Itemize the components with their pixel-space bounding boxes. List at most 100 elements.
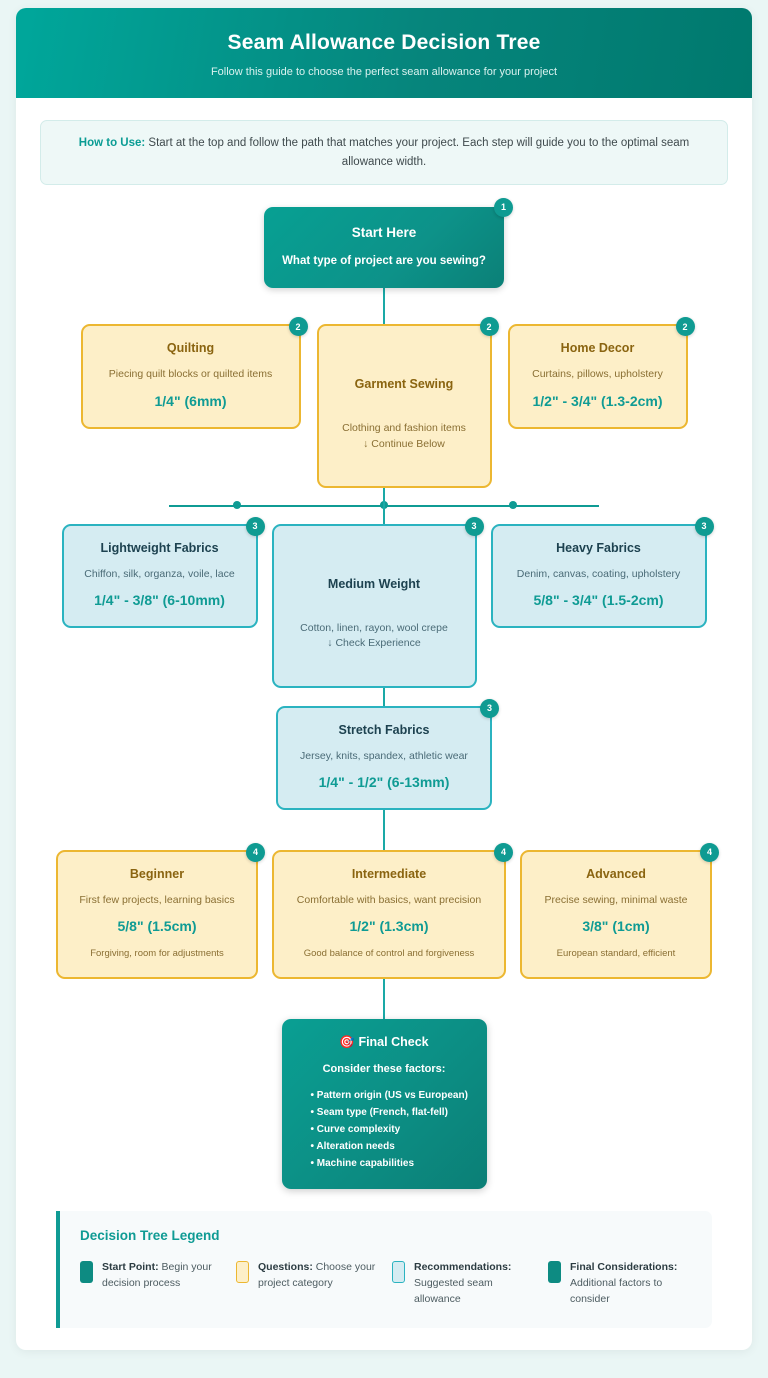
legend-title: Decision Tree Legend — [80, 1228, 220, 1244]
node-desc: Denim, canvas, coating, upholstery — [516, 568, 681, 581]
node-value: 1/4" - 3/8" (6-10mm) — [94, 592, 225, 609]
tree-level-3: 3 Lightweight Fabrics Chiffon, silk, org… — [16, 516, 752, 688]
page-header: Seam Allowance Decision Tree Follow this… — [16, 8, 752, 99]
list-item: • Pattern origin (US vs European) — [310, 1090, 468, 1102]
node-value: 5/8" (1.5cm) — [117, 918, 197, 935]
connector-dot — [233, 500, 241, 509]
step-badge: 1 — [494, 197, 513, 217]
tree-level-2: 2 Quilting Piecing quilt blocks or quilt… — [16, 317, 752, 488]
node-desc: Clothing and fashion items ↓ Continue Be… — [342, 422, 466, 450]
list-item: • Alteration needs — [310, 1141, 395, 1153]
connector-3-to-3b — [383, 687, 385, 706]
legend-panel: Decision Tree Legend Start Point: Begin … — [56, 1211, 712, 1328]
node-heavy-fabrics[interactable]: 3 Heavy Fabrics Denim, canvas, coating, … — [490, 516, 714, 629]
legend-item-desc: Additional factors to consider — [570, 1277, 663, 1305]
legend-item-label: Final Considerations: — [570, 1261, 678, 1274]
node-title: Lightweight Fabrics — [100, 540, 219, 555]
legend-swatch — [80, 1261, 93, 1284]
node-desc: Curtains, pillows, upholstery — [532, 368, 663, 381]
legend-item-recommendations: Recommendations: Suggested seam allowanc… — [392, 1260, 536, 1307]
tree-level-1: 1 Start Here What type of project are yo… — [16, 197, 752, 289]
node-start-here[interactable]: 1 Start Here What type of project are yo… — [264, 197, 513, 289]
node-title: Stretch Fabrics — [338, 722, 430, 737]
node-title: Home Decor — [560, 341, 635, 356]
legend-item-label: Start Point: — [102, 1261, 159, 1274]
node-title: Beginner — [129, 866, 185, 881]
connector-dot — [509, 500, 517, 509]
node-lightweight-fabrics[interactable]: 3 Lightweight Fabrics Chiffon, silk, org… — [61, 516, 265, 629]
how-to-use-box: How to Use: Start at the top and follow … — [40, 120, 728, 185]
infographic-card: Seam Allowance Decision Tree Follow this… — [16, 8, 752, 1350]
node-value: 5/8" - 3/4" (1.5-2cm) — [533, 592, 664, 609]
node-final-check[interactable]: 🎯 Final Check Consider these factors: • … — [281, 1019, 487, 1190]
legend-item-start-point: Start Point: Begin your decision process — [80, 1260, 224, 1307]
decision-tree: 1 Start Here What type of project are yo… — [16, 197, 752, 1190]
node-title: Quilting — [166, 341, 215, 356]
page-subtitle: Follow this guide to choose the perfect … — [210, 66, 558, 79]
legend-item-label: Recommendations: — [414, 1261, 512, 1274]
how-to-use-text: Start at the top and follow the path tha… — [145, 137, 690, 168]
tree-level-3b: 3 Stretch Fabrics Jersey, knits, spandex… — [16, 698, 752, 810]
connector-vertical — [383, 487, 385, 524]
page-title: Seam Allowance Decision Tree — [227, 31, 541, 54]
node-medium-weight[interactable]: 3 Medium Weight Cotton, linen, rayon, wo… — [271, 516, 484, 688]
step-badge: 4 — [494, 842, 513, 862]
list-item: • Seam type (French, flat-fell) — [310, 1107, 448, 1119]
step-badge: 3 — [464, 516, 484, 536]
node-note: Forgiving, room for adjustments — [90, 948, 224, 960]
legend-item-text: Start Point: Begin your decision process — [102, 1260, 224, 1292]
tree-level-4: 4 Beginner First few projects, learning … — [16, 842, 752, 980]
connector-4-to-final — [383, 979, 385, 1020]
node-note: Good balance of control and forgiveness — [303, 948, 475, 960]
node-garment-sewing[interactable]: 2 Garment Sewing Clothing and fashion it… — [316, 317, 499, 488]
node-value: 1/4" (6mm) — [154, 392, 227, 409]
step-badge: 2 — [479, 317, 499, 337]
step-badge: 3 — [694, 516, 714, 536]
node-title: Intermediate — [351, 866, 427, 881]
node-value: 1/4" - 1/2" (6-13mm) — [318, 774, 450, 791]
node-title: Heavy Fabrics — [556, 540, 641, 555]
final-check-label: Final Check — [358, 1035, 429, 1050]
node-title: Garment Sewing — [354, 377, 454, 392]
node-quilting[interactable]: 2 Quilting Piecing quilt blocks or quilt… — [80, 317, 308, 429]
node-desc: Precise sewing, minimal waste — [544, 894, 688, 907]
node-title: Medium Weight — [327, 576, 421, 591]
final-check-subtitle: Consider these factors: — [322, 1063, 446, 1076]
tree-final: 🎯 Final Check Consider these factors: • … — [16, 1019, 752, 1190]
node-advanced[interactable]: 4 Advanced Precise sewing, minimal waste… — [520, 842, 719, 980]
node-stretch-fabrics[interactable]: 3 Stretch Fabrics Jersey, knits, spandex… — [276, 698, 499, 810]
step-badge: 3 — [480, 698, 499, 718]
node-title: 🎯 Final Check — [298, 1034, 471, 1050]
node-beginner[interactable]: 4 Beginner First few projects, learning … — [56, 842, 265, 980]
connector-3-to-4 — [383, 809, 385, 850]
how-to-use-label: How to Use: — [78, 137, 146, 150]
legend-item-desc: Choose your project category — [258, 1261, 376, 1290]
step-badge: 4 — [700, 842, 719, 862]
legend-swatch — [236, 1261, 249, 1284]
node-desc: Jersey, knits, spandex, athletic wear — [300, 749, 468, 762]
connector-1-to-2 — [383, 288, 385, 325]
legend-item-desc: Suggested seam allowance — [414, 1277, 493, 1305]
target-icon: 🎯 — [339, 1035, 355, 1050]
node-desc: Chiffon, silk, organza, voile, lace — [84, 568, 235, 581]
legend-swatch — [548, 1261, 561, 1284]
node-home-decor[interactable]: 2 Home Decor Curtains, pillows, upholste… — [507, 317, 695, 429]
final-check-list: • Pattern origin (US vs European) • Seam… — [298, 1087, 471, 1172]
node-note: European standard, efficient — [556, 948, 676, 960]
list-item: • Machine capabilities — [310, 1158, 415, 1170]
legend-item-desc: Begin your decision process — [102, 1261, 212, 1290]
step-badge: 4 — [246, 842, 265, 862]
node-desc: First few projects, learning basics — [79, 894, 235, 907]
node-title: Start Here — [351, 224, 417, 240]
legend-item-text: Recommendations: Suggested seam allowanc… — [414, 1260, 536, 1307]
connector-2-to-3 — [169, 487, 599, 524]
legend-item-text: Final Considerations: Additional factors… — [570, 1260, 692, 1307]
step-badge: 3 — [245, 516, 265, 536]
node-desc: Comfortable with basics, want precision — [296, 894, 482, 907]
node-desc: Piecing quilt blocks or quilted items — [108, 368, 273, 381]
node-intermediate[interactable]: 4 Intermediate Comfortable with basics, … — [272, 842, 513, 980]
legend-items: Start Point: Begin your decision process… — [80, 1260, 692, 1307]
node-desc: What type of project are you sewing? — [282, 254, 486, 267]
node-value: 1/2" (1.3cm) — [349, 918, 429, 935]
